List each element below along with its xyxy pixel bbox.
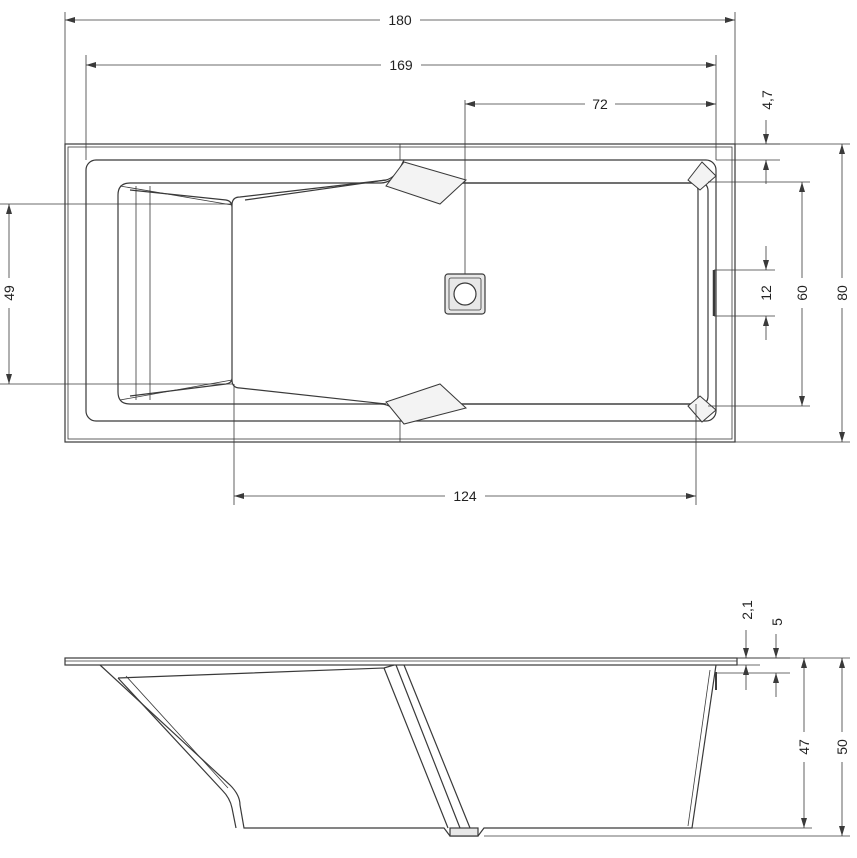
dim-overall-width: 80 xyxy=(834,285,850,301)
backrest-inner-lines xyxy=(119,185,233,401)
drain-plug xyxy=(453,282,477,306)
backrest-panel xyxy=(129,179,387,405)
side-rim xyxy=(64,657,738,666)
side-backrest xyxy=(117,664,395,829)
dim-rim-top: 4,7 xyxy=(759,90,775,110)
side-drain xyxy=(449,827,479,837)
dim-floor-length: 124 xyxy=(453,488,477,504)
side-body xyxy=(99,664,717,837)
dim-overall-length: 180 xyxy=(388,12,412,28)
inner-basin xyxy=(85,159,717,422)
side-backrest-inner xyxy=(125,675,229,789)
dim-drain-size: 12 xyxy=(758,285,774,301)
drain-inner xyxy=(448,277,482,311)
dim-drain-offset: 72 xyxy=(592,96,608,112)
dim-inner-width: 60 xyxy=(794,285,810,301)
dim-rim-thickness: 2,1 xyxy=(739,600,755,620)
dim-rim-step: 5 xyxy=(769,618,785,626)
backrest-outline xyxy=(117,169,709,417)
corner-chamfer-bottom xyxy=(687,395,717,423)
side-ramp xyxy=(383,664,471,829)
corner-chamfer-top xyxy=(687,161,717,191)
upper-chamfer xyxy=(385,161,467,205)
lower-chamfer xyxy=(385,383,468,425)
dim-overall-depth: 50 xyxy=(834,739,850,755)
dim-backrest-width: 49 xyxy=(1,285,17,301)
plan-dimensions: 180 169 72 4,7 80 xyxy=(0,10,852,506)
plan-view xyxy=(64,100,736,443)
dim-inner-depth: 47 xyxy=(796,739,812,755)
side-view xyxy=(64,657,738,837)
side-dimensions: 2,1 5 50 47 xyxy=(484,600,852,837)
dim-inner-length: 169 xyxy=(389,57,413,73)
